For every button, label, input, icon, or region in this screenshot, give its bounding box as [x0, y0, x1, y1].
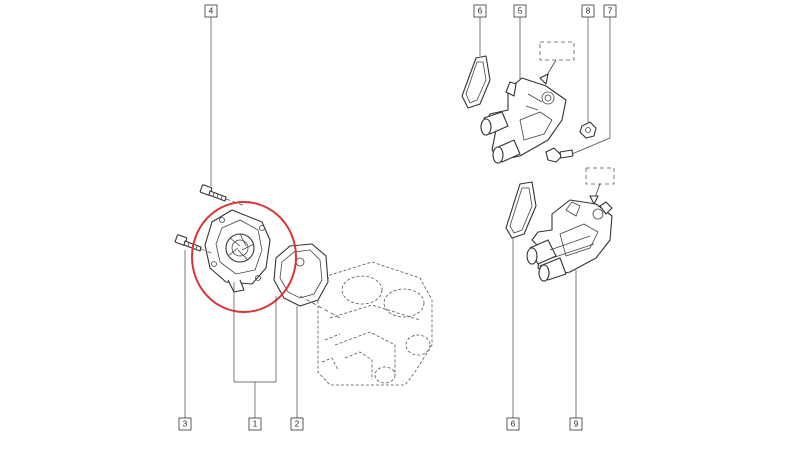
engine-block-outline: [317, 261, 433, 386]
callout-3: 3: [178, 417, 192, 431]
water-pump: [204, 209, 271, 293]
callout-2: 2: [290, 417, 304, 431]
callout-6-bottom-text: 6: [511, 420, 516, 429]
callout-6-top: 6: [473, 4, 487, 18]
callout-1-text: 1: [253, 420, 258, 429]
o-ring-bottom: [505, 181, 537, 239]
thermostat-assembly-bottom: [526, 199, 613, 282]
thermostat-housing-top: [480, 77, 567, 164]
bolt-4: [199, 184, 227, 202]
callout-8-text: 8: [586, 7, 591, 16]
reference-box-bottom: [585, 167, 615, 185]
bolt-3: [174, 234, 202, 252]
callout-9-text: 9: [574, 420, 579, 429]
reference-box-top: [539, 41, 575, 61]
arrow-bottom: [589, 195, 599, 205]
callout-2-text: 2: [295, 420, 300, 429]
callout-9: 9: [569, 417, 583, 431]
bolt-7: [545, 147, 574, 163]
arrow-top: [539, 73, 549, 85]
callout-3-text: 3: [183, 420, 188, 429]
callout-1: 1: [248, 417, 262, 431]
callout-7: 7: [603, 4, 617, 18]
callout-4: 4: [204, 4, 218, 18]
callout-6-bottom: 6: [506, 417, 520, 431]
leader-lines: [184, 16, 611, 418]
callout-7-text: 7: [608, 7, 613, 16]
callout-8: 8: [581, 4, 595, 18]
o-ring-top: [461, 55, 491, 109]
nut-8: [579, 121, 597, 139]
callout-6-top-text: 6: [478, 7, 483, 16]
callout-5-text: 5: [518, 7, 523, 16]
callout-5: 5: [513, 4, 527, 18]
callout-4-text: 4: [209, 7, 214, 16]
highlight-circle: [191, 201, 297, 313]
